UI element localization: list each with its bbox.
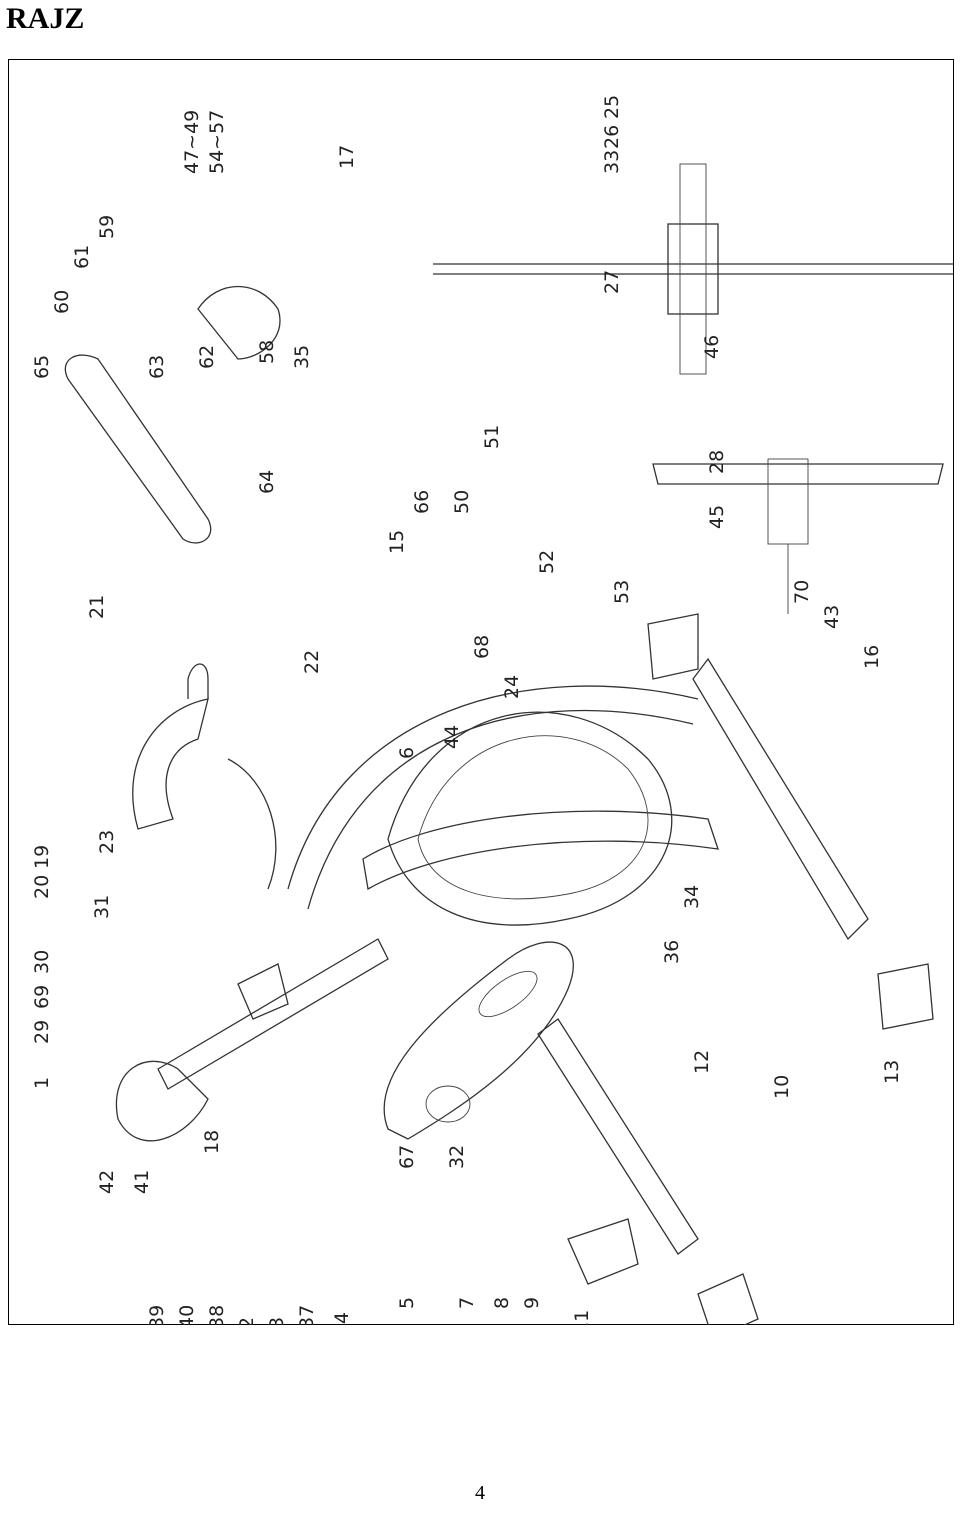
callout-label: 8 <box>491 1297 513 1309</box>
page-number: 4 <box>475 1482 485 1504</box>
callout-label: 52 <box>536 550 558 574</box>
callout-label: 39 <box>146 1305 168 1325</box>
callout-label: 62 <box>196 345 218 369</box>
callout-label: 53 <box>611 580 633 604</box>
saddle <box>115 1060 209 1142</box>
foot-cap-rear-top <box>647 613 699 680</box>
callout-label: 60 <box>51 290 73 314</box>
callout-label: 29 <box>31 1020 53 1044</box>
callout-label: 59 <box>96 215 118 239</box>
callout-label: 44 <box>441 725 463 749</box>
callout-label: 51 <box>481 425 503 449</box>
callout-label: 4 <box>331 1312 353 1324</box>
callout-label: 31 <box>91 895 113 919</box>
front-stabilizer <box>537 1018 699 1255</box>
callout-label: 70 <box>791 580 813 604</box>
callout-label: 13 <box>881 1060 903 1084</box>
flywheel-outline <box>387 711 673 926</box>
callout-label: 65 <box>31 355 53 379</box>
brake-housing <box>64 354 212 544</box>
callout-label: 40 <box>176 1305 198 1325</box>
callout-label: 26 <box>601 125 623 149</box>
callout-label: 45 <box>706 505 728 529</box>
callout-label: 1 <box>31 1077 53 1089</box>
callout-label: 42 <box>96 1170 118 1194</box>
callout-label: 12 <box>691 1050 713 1074</box>
callout-label: 36 <box>661 940 683 964</box>
rear-stabilizer <box>692 657 869 941</box>
callout-label: 69 <box>31 985 53 1009</box>
handlebar <box>132 698 209 830</box>
callout-label: 18 <box>201 1130 223 1154</box>
callout-label: 38 <box>206 1305 228 1325</box>
callout-label: 23 <box>96 830 118 854</box>
callout-label: 27 <box>601 270 623 294</box>
callout-label: 50 <box>451 490 473 514</box>
callout-label: 68 <box>471 635 493 659</box>
callout-label: 20 <box>31 875 53 899</box>
callout-label: 21 <box>86 595 108 619</box>
callout-label: 33 <box>601 150 623 174</box>
callout-label: 5 <box>396 1297 418 1309</box>
callout-label: 9 <box>521 1297 543 1309</box>
callout-label: 19 <box>31 845 53 869</box>
callout-label: 54~57 <box>206 110 228 174</box>
callout-label: 37 <box>296 1305 318 1325</box>
callout-label: 47~49 <box>181 110 203 174</box>
pedal-left <box>237 963 289 1020</box>
callout-label: 7 <box>456 1297 478 1309</box>
chain-cover <box>383 941 574 1140</box>
callout-label: 24 <box>501 675 523 699</box>
page-title: RAJZ <box>6 2 85 35</box>
callout-label: 35 <box>291 345 313 369</box>
callout-label: 3 <box>266 1317 288 1325</box>
callout-label: 30 <box>31 950 53 974</box>
callout-label: 32 <box>446 1145 468 1169</box>
frame-curved-tube <box>287 685 699 890</box>
callout-label: 25 <box>601 95 623 119</box>
callout-label: 41 <box>131 1170 153 1194</box>
callout-label: 66 <box>411 490 433 514</box>
callout-label: 16 <box>861 645 883 669</box>
callout-label: 10 <box>771 1075 793 1099</box>
callout-label: 2 <box>236 1317 258 1325</box>
flywheel-section <box>652 463 944 485</box>
callout-label: 63 <box>146 355 168 379</box>
callout-label: 67 <box>396 1145 418 1169</box>
frame-main-tube <box>362 810 719 891</box>
foot-cap-front <box>697 1273 759 1325</box>
callout-label: 28 <box>706 450 728 474</box>
foot-cap-rear-bottom <box>877 963 934 1030</box>
pedal-right <box>567 1218 639 1285</box>
callout-label: 34 <box>681 885 703 909</box>
brake-arm <box>197 286 281 360</box>
callout-label: 6 <box>396 747 418 759</box>
drawing-frame <box>8 59 954 1325</box>
callout-label: 15 <box>386 530 408 554</box>
callout-label: 17 <box>336 145 358 169</box>
bottom-bracket <box>667 223 719 315</box>
callout-label: 22 <box>301 650 323 674</box>
callout-label: 58 <box>256 340 278 364</box>
drawing-parts <box>64 163 953 1325</box>
callout-label: 43 <box>821 605 843 629</box>
callout-label: 11 <box>571 1310 593 1325</box>
callout-label: 46 <box>701 335 723 359</box>
callout-label: 64 <box>256 470 278 494</box>
seat-post <box>157 938 389 1090</box>
callout-label: 61 <box>71 245 93 269</box>
